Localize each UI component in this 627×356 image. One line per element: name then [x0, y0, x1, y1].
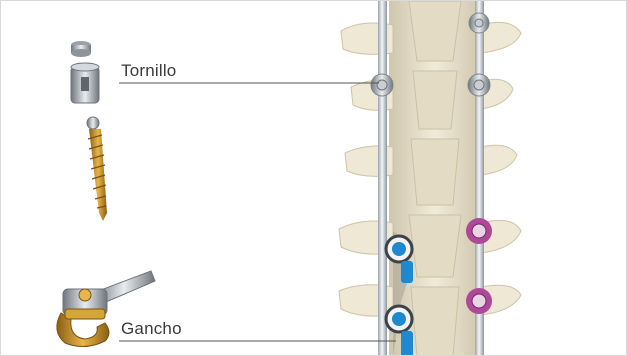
- pedicle-screw-icon: [71, 41, 107, 221]
- spine-icon: [339, 1, 521, 356]
- hook-label: Gancho: [121, 319, 182, 339]
- screw-label: Tornillo: [121, 61, 176, 81]
